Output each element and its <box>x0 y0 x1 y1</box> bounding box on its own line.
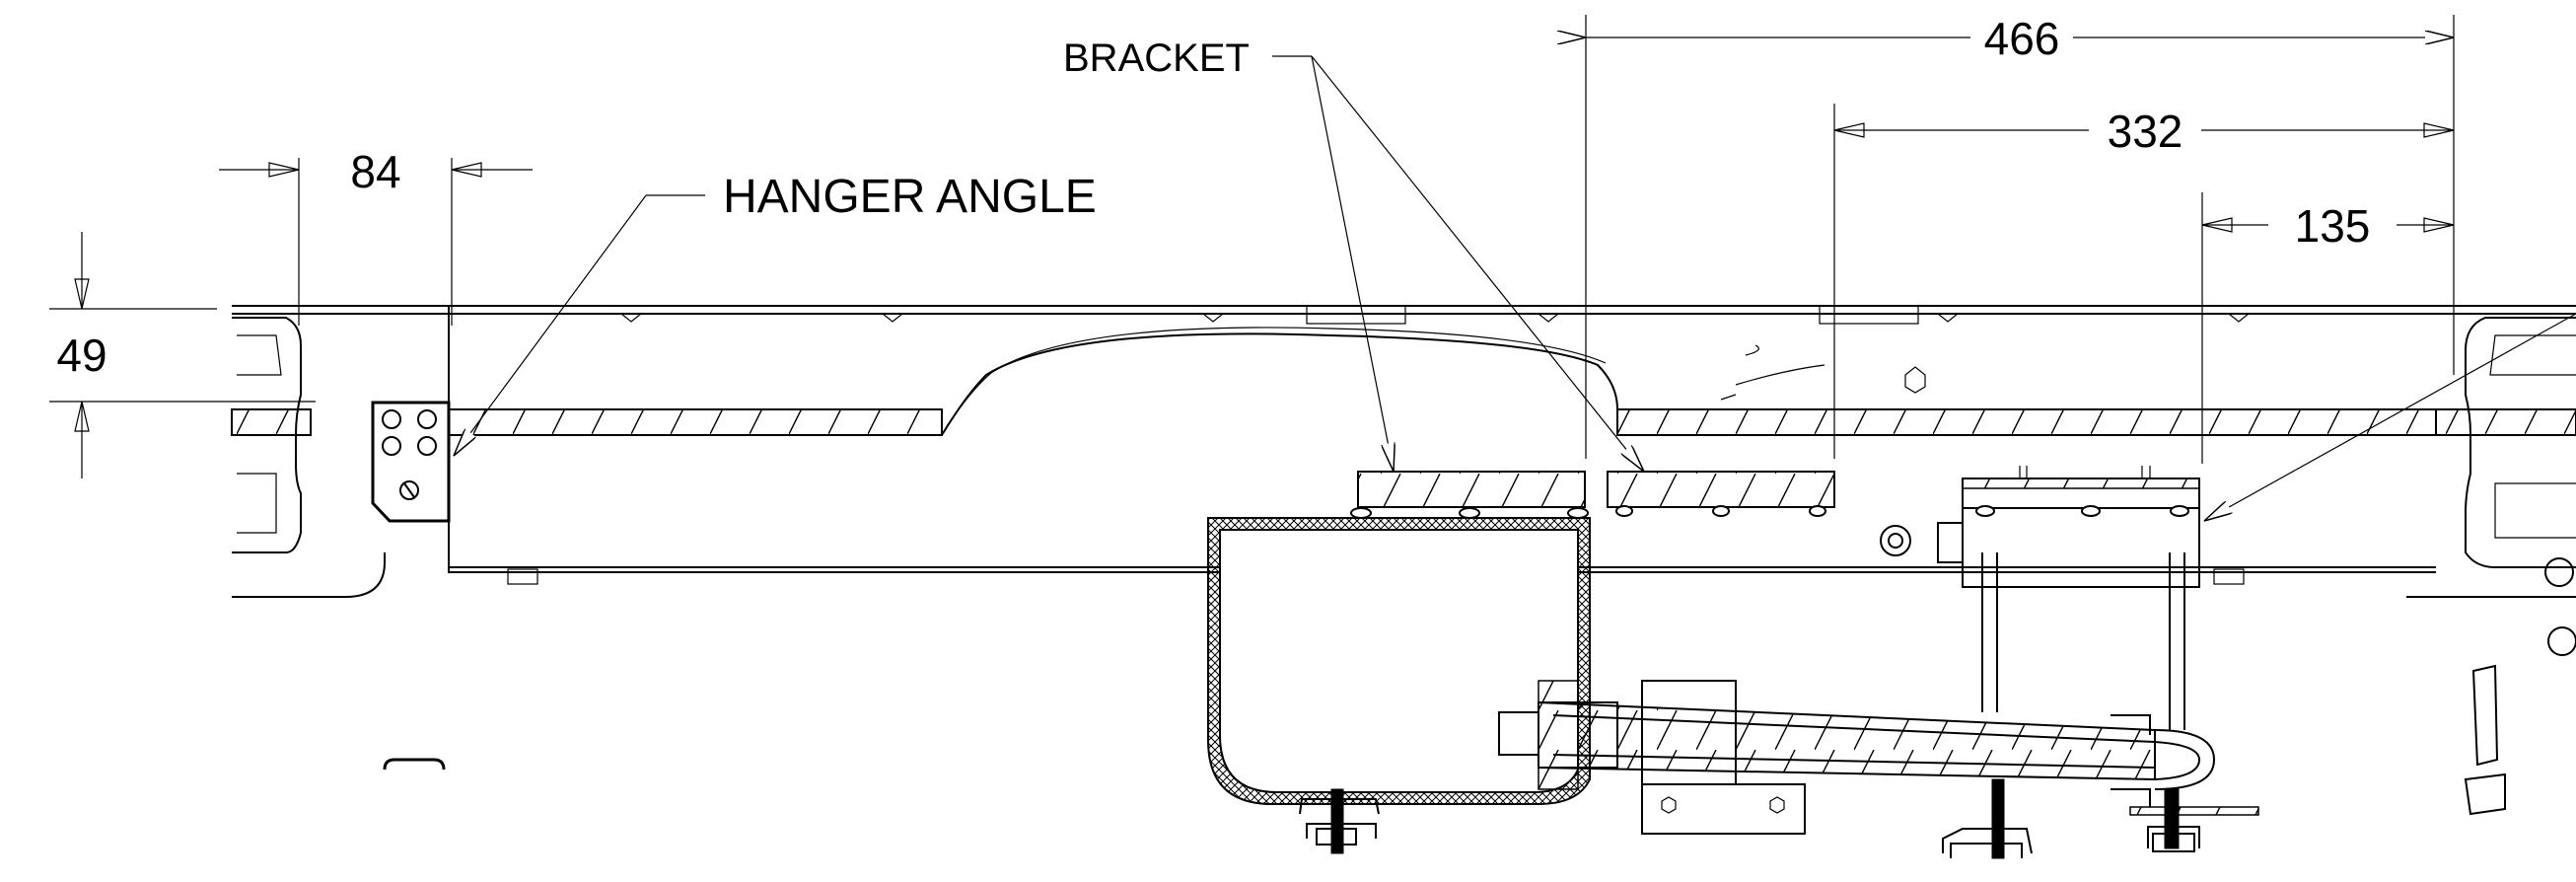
clamp-mid <box>1942 778 2033 859</box>
dim-49: 49 <box>56 330 107 381</box>
box-trough <box>1207 507 1591 805</box>
bracket-right <box>1880 466 2200 588</box>
struts <box>1981 552 2185 730</box>
left-end-plate <box>232 317 302 553</box>
rail-body <box>231 305 2576 598</box>
right-end-plate <box>2465 317 2576 656</box>
clamp-left <box>1299 788 1380 854</box>
small-clip <box>383 758 446 771</box>
tube-assembly <box>1498 680 2216 835</box>
label-hanger-angle: HANGER ANGLE <box>723 171 1097 223</box>
dim-332: 332 <box>2108 106 2183 157</box>
bolt-right-edge <box>2464 664 2506 816</box>
bracket-center <box>1607 471 1835 517</box>
dim-135: 135 <box>2295 200 2371 252</box>
dimension-lines <box>49 15 2455 478</box>
label-bracket: BRACKET <box>1063 37 1250 80</box>
bracket-left <box>1357 471 1586 514</box>
dim-466: 466 <box>1984 13 2060 64</box>
dim-84: 84 <box>350 146 400 197</box>
clamp-right <box>2129 788 2259 852</box>
leader-lines <box>454 55 2576 521</box>
hanger-angle-part <box>371 401 451 523</box>
